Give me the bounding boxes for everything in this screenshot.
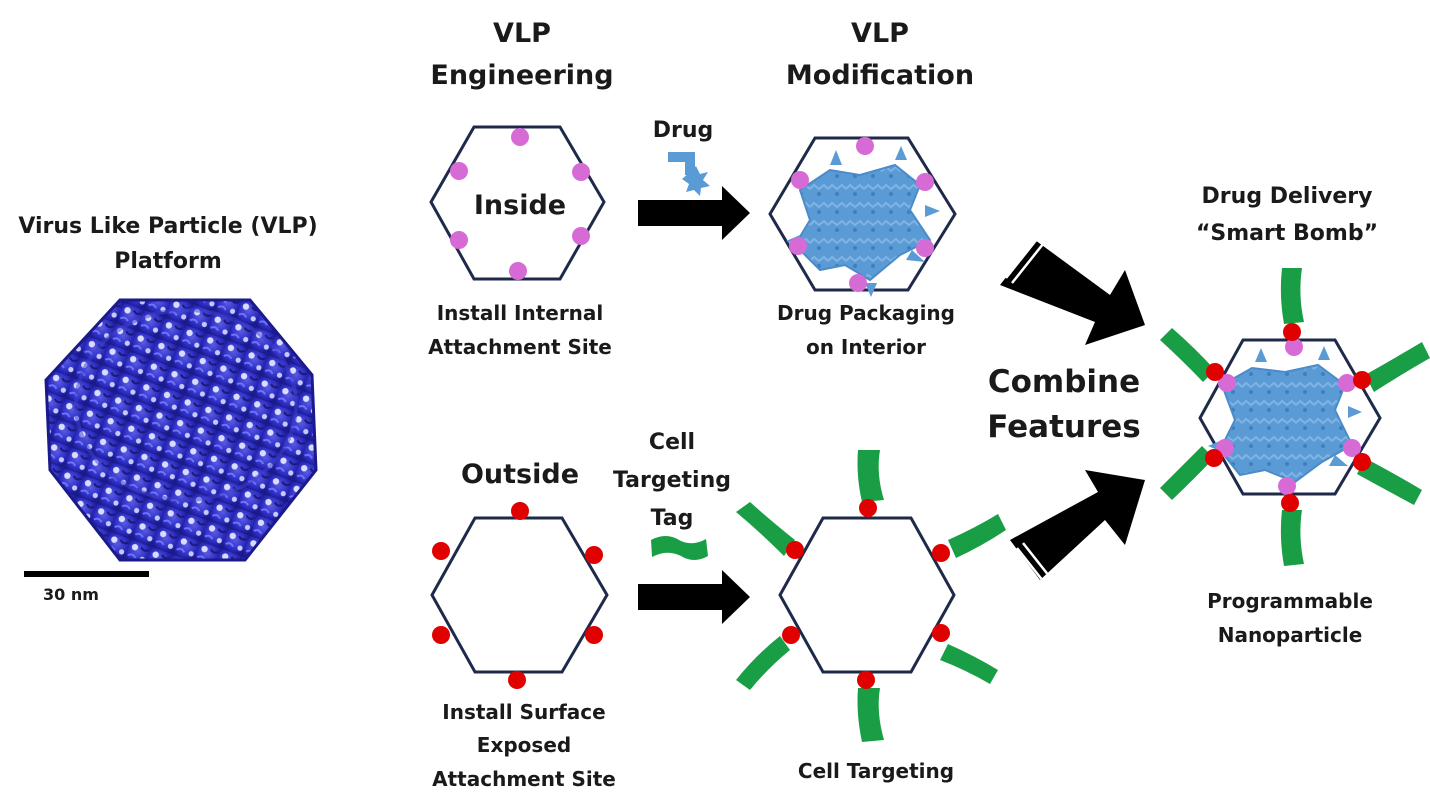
surface-site <box>1206 363 1224 381</box>
packaged-drug-icon <box>786 146 940 297</box>
combine-label-line1: Combine <box>988 364 1140 400</box>
surface-site <box>1281 494 1299 512</box>
internal-site <box>1343 439 1361 457</box>
scale-bar <box>24 571 149 577</box>
internal-site <box>916 239 934 257</box>
tag-reagent-line2: Targeting <box>613 468 731 493</box>
surface-site <box>585 626 603 644</box>
arrow-right-icon <box>638 186 750 240</box>
surface-site <box>786 541 804 559</box>
combine-label-line2: Features <box>987 409 1141 445</box>
surface-site <box>1205 449 1223 467</box>
cell-targeting-hexagon <box>736 450 1006 742</box>
surface-site-hexagon <box>430 502 609 689</box>
inside-caption-line2: Attachment Site <box>428 335 612 359</box>
platform-title-line2: Platform <box>114 249 222 274</box>
surface-site <box>585 546 603 564</box>
surface-site <box>508 671 526 689</box>
surface-site <box>932 624 950 642</box>
targeting-tag-icon <box>651 536 708 560</box>
smart-bomb-nanoparticle <box>1160 268 1430 566</box>
outside-caption-line1: Install Surface <box>442 700 605 724</box>
inside-caption-line1: Install Internal <box>437 301 604 325</box>
engineering-header-line1: VLP <box>493 18 551 49</box>
arrow-right-icon <box>638 570 750 624</box>
internal-site <box>450 162 468 180</box>
final-caption-line1: Programmable <box>1207 589 1373 613</box>
internal-site <box>1285 338 1303 356</box>
inside-result-line1: Drug Packaging <box>777 301 955 325</box>
arrow-down-right-icon <box>1000 233 1145 345</box>
internal-site <box>849 274 867 292</box>
surface-site <box>432 542 450 560</box>
internal-site <box>450 231 468 249</box>
surface-site <box>932 544 950 562</box>
tag-reagent-line1: Cell <box>649 430 695 455</box>
internal-site <box>511 128 529 146</box>
targeting-tags <box>1160 268 1430 566</box>
internal-site-hexagon: Inside <box>429 125 606 281</box>
internal-site <box>572 227 590 245</box>
outside-caption-line2: Exposed <box>477 733 571 757</box>
inside-label: Inside <box>474 190 566 221</box>
internal-site <box>789 237 807 255</box>
internal-site <box>1338 374 1356 392</box>
internal-site <box>509 262 527 280</box>
surface-site <box>857 671 875 689</box>
surface-site <box>1353 371 1371 389</box>
surface-site <box>1283 323 1301 341</box>
vlp-capsid-image <box>44 298 318 562</box>
surface-site <box>782 626 800 644</box>
platform-section: Virus Like Particle (VLP) Platform 30 nm <box>18 214 317 604</box>
platform-title-line1: Virus Like Particle (VLP) <box>18 214 317 239</box>
arrow-up-right-icon <box>1010 470 1145 587</box>
surface-site <box>511 502 529 520</box>
modification-header-line2: Modification <box>786 60 974 91</box>
final-title-line1: Drug Delivery <box>1202 184 1373 209</box>
internal-site <box>1278 477 1296 495</box>
engineering-header-line2: Engineering <box>430 60 613 91</box>
tag-reagent-line3: Tag <box>651 506 694 531</box>
drug-reagent-label: Drug <box>653 118 714 143</box>
drug-packaging-hexagon <box>768 136 957 297</box>
drug-molecule-icon <box>668 152 710 196</box>
surface-site <box>432 626 450 644</box>
internal-site <box>791 171 809 189</box>
targeting-tags <box>736 450 1006 742</box>
outside-label: Outside <box>461 459 579 490</box>
scale-bar-label: 30 nm <box>43 585 99 604</box>
outside-result-label: Cell Targeting <box>798 759 954 783</box>
inside-result-line2: on Interior <box>806 335 926 359</box>
final-title-line2: “Smart Bomb” <box>1196 221 1378 246</box>
internal-site <box>856 137 874 155</box>
final-caption-line2: Nanoparticle <box>1218 623 1363 647</box>
internal-site <box>572 163 590 181</box>
modification-header-line1: VLP <box>851 18 909 49</box>
surface-site <box>859 499 877 517</box>
packaged-drug-icon <box>1208 346 1362 484</box>
outside-caption-line3: Attachment Site <box>432 767 616 791</box>
surface-site <box>1353 453 1371 471</box>
internal-site <box>1218 374 1236 392</box>
internal-site <box>916 173 934 191</box>
